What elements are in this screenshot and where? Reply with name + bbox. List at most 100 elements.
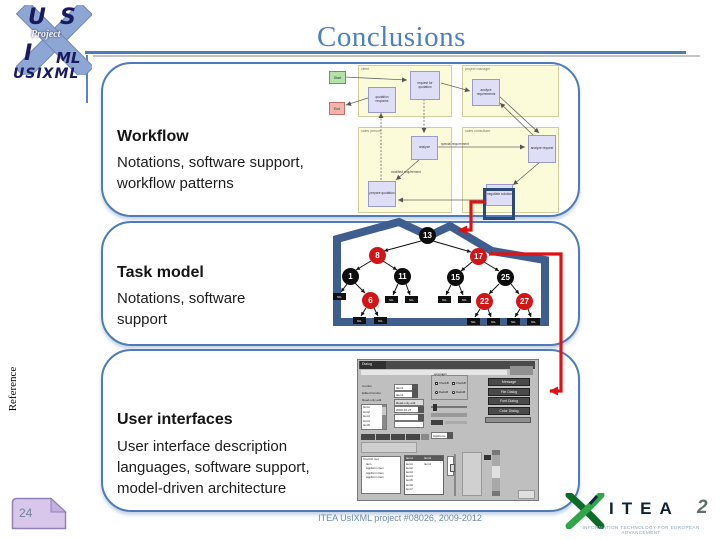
nil-leaf: NIL <box>467 318 480 325</box>
table-cell: item3 <box>406 469 413 474</box>
usixml-logo: U S I ML Project USIXML <box>6 3 98 85</box>
dialog-button-file-dialog: File Dialog <box>488 387 530 396</box>
ui-heading: User interfaces <box>117 411 233 428</box>
tree-node-8: 8 <box>369 247 386 264</box>
side-reference-label: Reference <box>7 366 19 412</box>
dialog-label-edited-combo: Edited Combo <box>362 391 382 395</box>
logo-letter-ml: ML <box>56 49 81 67</box>
tree-node-25: 25 <box>497 269 514 286</box>
logo-letter-s: S <box>60 5 76 30</box>
dialog-header-strip <box>361 370 507 375</box>
vscroll-thumb <box>492 466 500 478</box>
slide-title: Conclusions <box>317 21 466 53</box>
lane-project-manager-label: project manager <box>465 67 491 71</box>
mini-toggle <box>484 455 491 460</box>
dialog-vscrollbar <box>492 450 500 496</box>
list-item: item1 <box>363 405 370 409</box>
progress-track <box>445 420 467 424</box>
title-rule <box>85 51 686 54</box>
itea2-logo: ITEA 2 INFORMATION TECHNOLOGY FOR EUROPE… <box>563 491 718 537</box>
ui-body-line3: model-driven architecture <box>117 480 287 497</box>
tree-node-13: 13 <box>419 227 436 244</box>
radio-icon <box>452 391 455 394</box>
listbox-scrollbar <box>382 405 386 429</box>
toolbar-chip-light <box>421 434 429 440</box>
ui-body-line1: User interface description <box>117 438 288 455</box>
groupbox-title: GroupBox <box>434 373 447 378</box>
scroll-groove <box>431 413 467 417</box>
wf-end-node: End <box>329 102 345 115</box>
slider-handle <box>433 403 437 411</box>
logo-wordmark: USIXML <box>13 66 80 82</box>
table-cell: Item1 <box>424 461 431 466</box>
page-number-tab: 24 <box>11 497 67 530</box>
dialog-button-message: Message <box>488 378 530 387</box>
tree-node-27: 27 <box>516 293 533 310</box>
dialog-edited-combo-drop-icon <box>412 391 418 398</box>
wf-start-node: Start <box>329 71 346 84</box>
logo-project-text: Project <box>31 29 61 40</box>
dialog-empty-field <box>394 421 424 428</box>
nil-leaf: NIL <box>353 317 366 324</box>
list-item: item3 <box>363 414 370 419</box>
radio-label: RadioB <box>456 389 466 394</box>
dialog-date-drop-icon <box>418 406 424 413</box>
page-number: 24 <box>19 506 33 520</box>
toolbar-chip <box>376 434 390 440</box>
dialog-spin-up-icon <box>418 413 424 417</box>
vscroll-down-icon <box>492 491 500 496</box>
slider-groove <box>431 406 467 408</box>
tree-item: AppForm Item <box>366 470 384 475</box>
nil-leaf: NIL <box>487 318 500 325</box>
wf-node-analyze-requirements: analyze requirements <box>472 79 500 106</box>
dialog-right-panel <box>462 452 482 496</box>
workflow-body-line2: workflow patterns <box>117 175 234 192</box>
vertical-slider-handle <box>450 464 455 472</box>
ui-body: User interface description languages, so… <box>117 436 310 499</box>
table-cell: item7 <box>406 486 413 491</box>
table-cell: item4 <box>406 474 413 479</box>
dialog-size-grip <box>518 490 535 499</box>
dialog-screenshot: Dialog Combo Edited Combo Read-only edit… <box>357 359 539 501</box>
nil-leaf: NIL <box>374 317 387 324</box>
nil-leaf: NIL <box>333 293 346 300</box>
wf-node-quotation-response: quotation response <box>368 87 396 113</box>
dialog-blank-panel <box>361 442 417 453</box>
footer-text: ITEA UsIXML project #08026, 2009-2012 <box>318 513 482 523</box>
taskmodel-body: Notations, software support <box>117 288 245 330</box>
workflow-highlight-box <box>483 188 515 220</box>
itea-two: 2 <box>697 497 708 518</box>
nil-leaf: NIL <box>385 296 398 303</box>
lane-sales-consultant-label: sales consultant <box>465 129 491 133</box>
table-header-cell: Item2 <box>424 456 431 460</box>
lane-sales-person-label: sales person <box>361 129 381 133</box>
table-cell: item6 <box>406 482 413 487</box>
workflow-heading: Workflow <box>117 128 189 145</box>
tree-node-15: 15 <box>447 269 464 286</box>
dialog-combo-drop-icon <box>412 383 418 391</box>
tree-node-22: 22 <box>476 293 493 310</box>
vertical-groove <box>454 454 456 496</box>
itea-swoosh-icon <box>565 493 605 529</box>
progress-chip <box>431 419 443 425</box>
listbox-scrollbar-thumb <box>382 407 386 415</box>
left-accent-line <box>86 55 88 103</box>
logo-letter-i: I <box>24 41 33 66</box>
nil-leaf: NIL <box>507 318 520 325</box>
toolbar-chip <box>361 434 375 440</box>
table-header-row: Item1 Item2 <box>405 456 443 461</box>
wf-node-request-quotation: request for quotation <box>410 71 440 100</box>
wf-node-prepare-quotation: prepare quotation <box>368 181 396 207</box>
taskmodel-body-line1: Notations, software <box>117 290 246 307</box>
edge-label-special-requirement: special requirement <box>441 142 469 146</box>
dialog-button-font-dialog: Font Dialog <box>488 397 530 406</box>
itea-name: ITEA <box>609 499 680 518</box>
dialog-button-color-dialog: Color Dialog <box>488 406 530 415</box>
itea-caption: INFORMATION TECHNOLOGY FOR EUROPEAN ADVA… <box>582 525 700 535</box>
taskmodel-body-line2: support <box>117 311 168 328</box>
tree-node-17: 17 <box>470 248 487 265</box>
usixml-x-icon <box>16 5 92 75</box>
dialog-spin-down-icon <box>418 417 424 421</box>
dialog-table: Item1 Item2 item1 Item1 item2 item3 item… <box>404 455 444 495</box>
